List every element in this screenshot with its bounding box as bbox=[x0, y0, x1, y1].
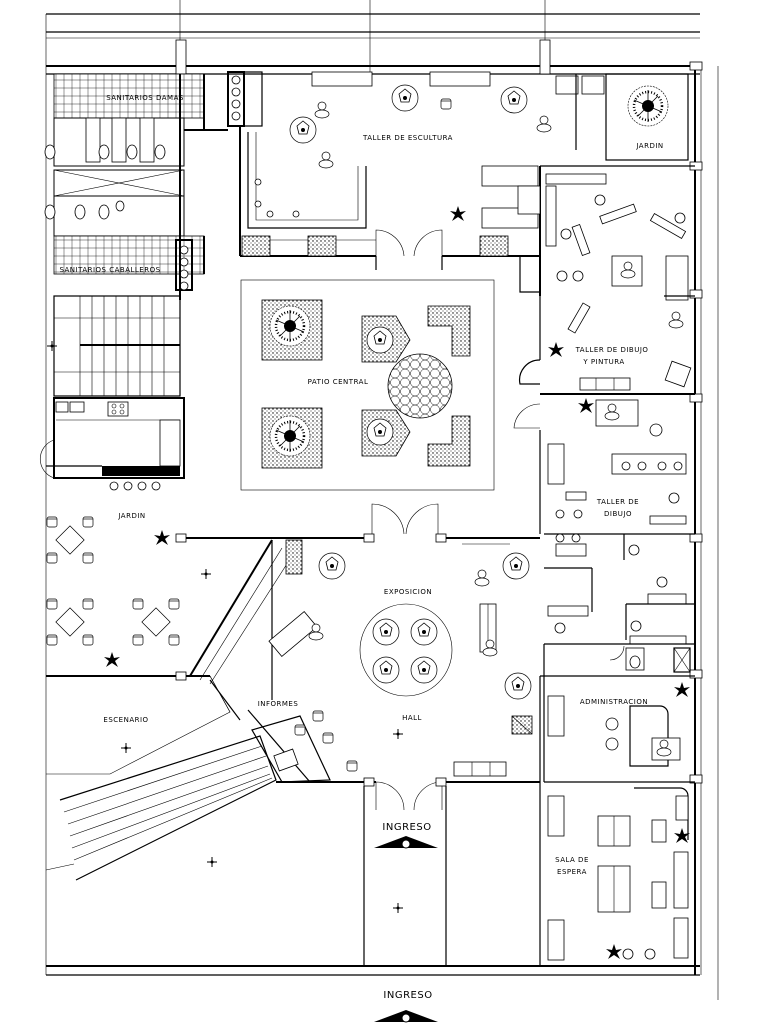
building-outline bbox=[45, 0, 719, 1000]
ingreso-corridor bbox=[363, 786, 447, 966]
sanitarios-block bbox=[44, 71, 263, 300]
room-label-patio-central: PATIO CENTRAL bbox=[308, 378, 369, 386]
escenario-stage bbox=[45, 539, 311, 881]
sala-espera bbox=[547, 682, 690, 961]
kitchen-bar bbox=[39, 397, 185, 491]
administracion bbox=[544, 695, 695, 783]
informes-hall bbox=[251, 675, 695, 966]
ingreso-label-main: INGRESO bbox=[382, 822, 431, 833]
ingreso-label-bottom: INGRESO bbox=[383, 990, 432, 1001]
room-label-taller-dibujo-1: TALLER DE bbox=[596, 498, 639, 506]
room-label-hall: HALL bbox=[402, 714, 422, 722]
taller-dibujo-pintura bbox=[519, 173, 695, 395]
room-label-taller-dibujo-pintura-1: TALLER DE DIBUJO bbox=[575, 346, 649, 354]
ingreso-arrow-bottom bbox=[374, 1010, 438, 1023]
taller-escultura bbox=[239, 71, 695, 296]
room-label-taller-escultura: TALLER DE ESCULTURA bbox=[362, 134, 453, 142]
room-label-sanitarios-damas: SANITARIOS DAMAS bbox=[106, 94, 184, 102]
room-label-exposicion: EXPOSICION bbox=[384, 588, 432, 596]
exposicion-area bbox=[175, 533, 540, 700]
room-label-jardin-oeste: JARDIN bbox=[117, 512, 145, 520]
room-label-jardin-norte: JARDIN bbox=[635, 142, 663, 150]
room-label-administracion: ADMINISTRACION bbox=[580, 698, 648, 706]
taller-dibujo bbox=[543, 398, 695, 676]
room-label-sala-espera-1: SALA DE bbox=[555, 856, 589, 864]
room-label-sala-espera-2: ESPERA bbox=[557, 868, 587, 876]
patio-central bbox=[240, 279, 541, 535]
jardin-norte bbox=[555, 73, 689, 161]
light-fixtures bbox=[47, 341, 403, 913]
room-label-sanitarios-caballeros: SANITARIOS CABALLEROS bbox=[59, 266, 160, 274]
jardin-oeste-area bbox=[46, 516, 180, 667]
room-label-escenario: ESCENARIO bbox=[103, 716, 148, 724]
ingreso-arrow-main bbox=[374, 836, 438, 849]
room-label-informes: INFORMES bbox=[258, 700, 299, 708]
room-label-taller-dibujo-pintura-2: Y PINTURA bbox=[582, 358, 624, 366]
room-label-taller-dibujo-2: DIBUJO bbox=[604, 510, 632, 518]
staircase bbox=[53, 295, 181, 397]
